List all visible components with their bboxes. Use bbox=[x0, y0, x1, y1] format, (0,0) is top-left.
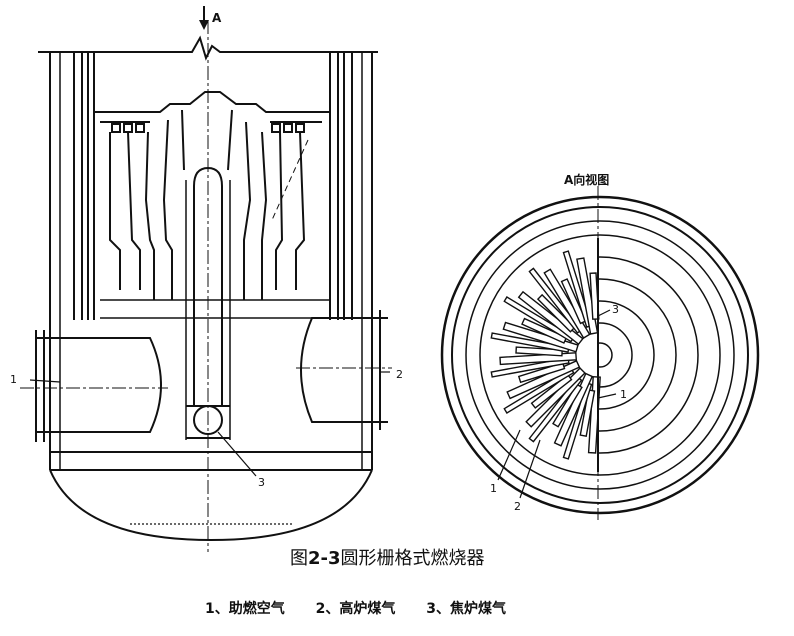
grid-blade bbox=[536, 293, 576, 333]
grid-blade bbox=[528, 267, 583, 334]
end-view-leaders bbox=[497, 309, 617, 499]
caption-prefix: 图 bbox=[290, 548, 308, 569]
end-callout-1b: 1 bbox=[490, 482, 497, 495]
section-view bbox=[20, 20, 392, 552]
section-callout-1: 1 bbox=[10, 373, 17, 386]
grid-blade bbox=[503, 296, 575, 343]
legend-item-2: 2、高炉煤气 bbox=[315, 601, 396, 617]
grid-blade bbox=[562, 382, 593, 460]
grid-blades bbox=[490, 250, 601, 460]
grid-blade bbox=[543, 268, 591, 339]
grid-blade bbox=[560, 278, 587, 325]
end-view-title: A向视图 bbox=[564, 172, 609, 187]
grid-blade bbox=[517, 361, 566, 384]
grid-blade bbox=[553, 372, 594, 447]
legend-item-3: 3、焦炉煤气 bbox=[426, 601, 506, 617]
section-callout-3: 3 bbox=[258, 476, 265, 489]
end-callout-1: 1 bbox=[620, 388, 627, 401]
grid-blade bbox=[562, 250, 593, 328]
grid-blade bbox=[589, 272, 600, 320]
caption-title: 圆形栅格式燃烧器 bbox=[340, 548, 485, 569]
grid-blade bbox=[503, 367, 575, 414]
grid-blade bbox=[528, 376, 583, 443]
grid-blade bbox=[525, 367, 586, 428]
grid-blade bbox=[490, 357, 570, 378]
grid-blade bbox=[521, 317, 568, 344]
grid-blade bbox=[490, 332, 570, 353]
legend-item-1: 1、助燃空气 bbox=[205, 601, 285, 617]
caption-number: 2-3 bbox=[308, 548, 341, 569]
grid-blade bbox=[552, 383, 583, 428]
figure-caption: 图2-3圆形栅格式燃烧器 bbox=[290, 544, 610, 570]
arrow-a-label: A bbox=[212, 11, 222, 25]
grid-blade bbox=[579, 389, 596, 438]
grid-blade bbox=[517, 290, 584, 346]
view-arrow-a: A bbox=[199, 6, 222, 30]
grid-blade bbox=[502, 321, 579, 353]
end-callout-3: 3 bbox=[612, 303, 619, 316]
legend: 1、助燃空气 2、高炉煤气 3、焦炉煤气 bbox=[205, 598, 625, 618]
section-callout-2: 2 bbox=[396, 368, 403, 381]
grid-blade bbox=[530, 373, 573, 409]
end-callout-2: 2 bbox=[514, 500, 521, 513]
